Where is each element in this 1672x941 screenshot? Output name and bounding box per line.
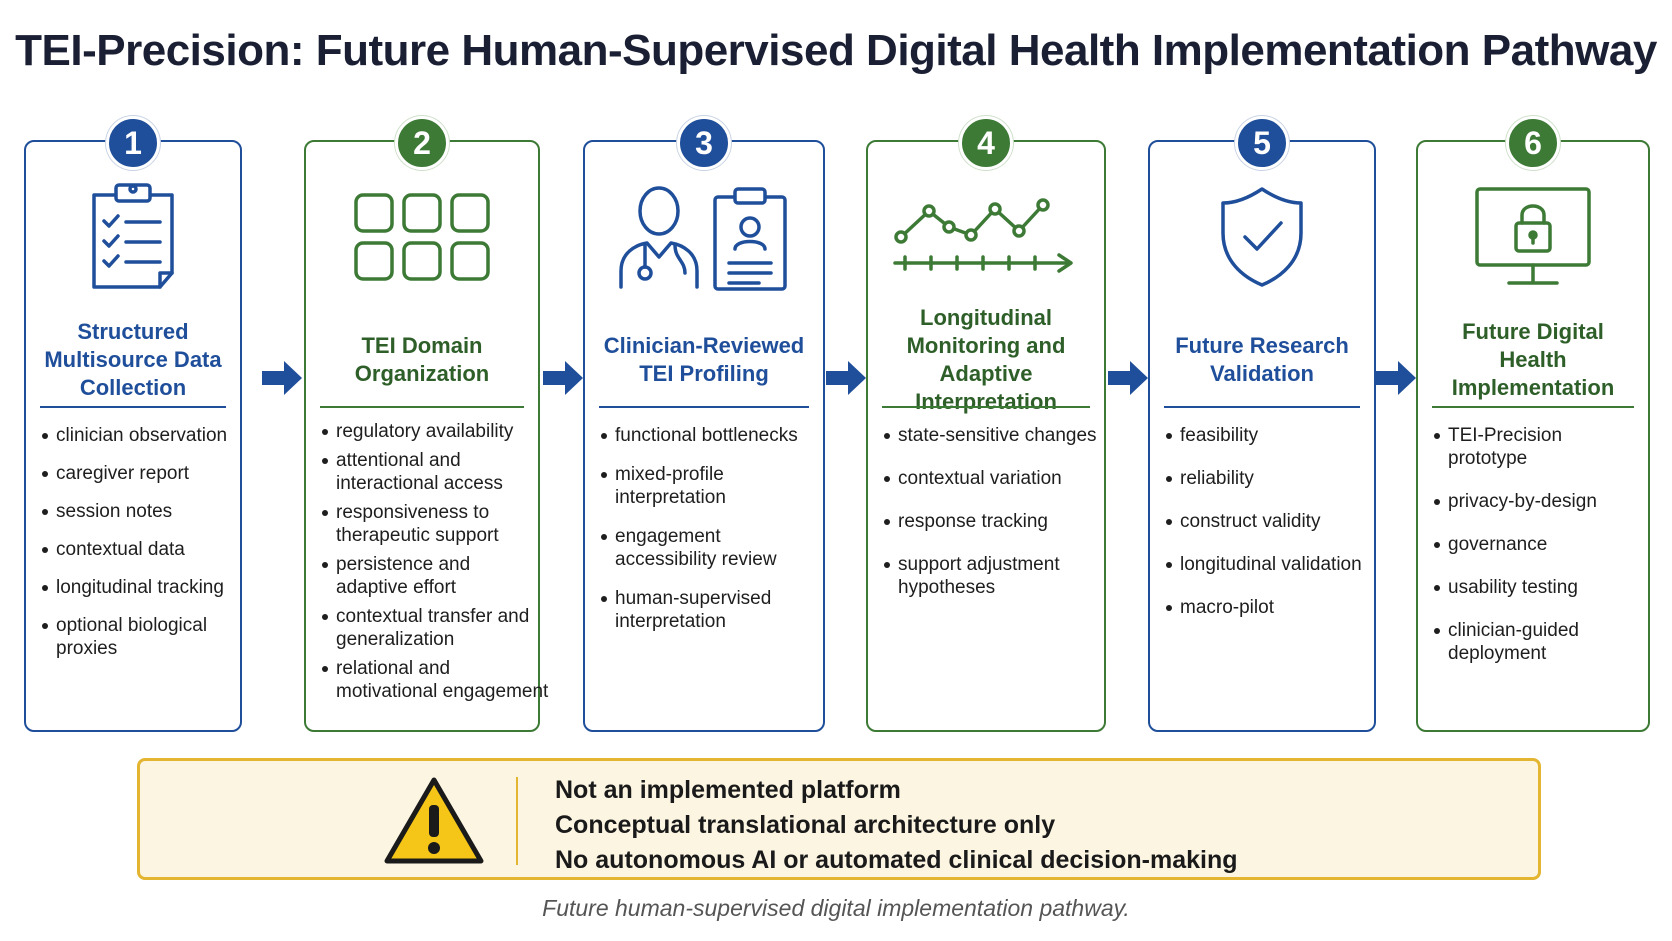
step-panel-4: 4 Longitudinal Monitoring and Adaptive I… (866, 116, 1106, 732)
clipboard-checklist-icon (26, 172, 240, 302)
step-title: Future Research Validation (1158, 310, 1366, 410)
step-panel-3: 3 Clinician-Reviewed TEI Profiling funct… (583, 116, 825, 732)
list-item: longitudinal tracking (40, 576, 234, 599)
list-item: relational and motivational engagement (320, 657, 552, 703)
step-title-line: TEI Profiling (639, 361, 769, 386)
notice-line: Not an implemented platform (555, 776, 901, 804)
notice-line: Conceptual translational architecture on… (555, 811, 1056, 839)
list-item: clinician-guided deployment (1432, 619, 1598, 665)
shield-check-icon (1150, 172, 1374, 302)
step-title-line: Multisource Data (44, 347, 222, 372)
list-item: human-supervised interpretation (599, 587, 795, 633)
step-panel-5: 5 Future Research Validation feasibility… (1148, 116, 1376, 732)
step-title-line: Collection (79, 375, 187, 400)
divider (40, 406, 226, 408)
step-number-badge: 2 (395, 116, 449, 170)
step-title-line: Longitudinal (920, 305, 1052, 330)
step-title-line: Future Research (1175, 333, 1349, 358)
step-title: Structured Multisource Data Collection (34, 310, 232, 410)
step-item-list: regulatory availability attentional and … (320, 420, 548, 703)
arrow-right-icon (262, 361, 302, 395)
list-item: contextual variation (882, 467, 1098, 490)
step-number-badge: 1 (106, 116, 160, 170)
list-item: responsiveness to therapeutic support (320, 501, 526, 547)
step-item-list: feasibility reliability construct validi… (1164, 424, 1368, 619)
step-item-list: TEI-Precision prototype privacy-by-desig… (1432, 424, 1642, 665)
list-item: contextual transfer and generalization (320, 605, 546, 651)
step-title-line: Implementation (1451, 375, 1615, 400)
step-title-line: Structured (77, 319, 189, 344)
divider (599, 406, 809, 408)
list-item: persistence and adaptive effort (320, 553, 516, 599)
list-item: regulatory availability (320, 420, 532, 443)
list-item: reliability (1164, 467, 1368, 490)
divider (882, 406, 1090, 408)
step-title: Longitudinal Monitoring and Adaptive Int… (870, 305, 1102, 414)
disclaimer-notice: Not an implemented platform Conceptual t… (137, 758, 1541, 880)
step-number-badge: 4 (959, 116, 1013, 170)
list-item: usability testing (1432, 576, 1642, 599)
list-item: feasibility (1164, 424, 1368, 447)
step-title: Future Digital Health Implementation (1426, 310, 1640, 410)
step-number-badge: 3 (677, 116, 731, 170)
trend-line-icon (868, 172, 1104, 302)
list-item: contextual data (40, 538, 234, 561)
arrow-right-icon (543, 361, 583, 395)
step-panel-1: 1 Structured Multisource Data Collection… (24, 116, 242, 732)
step-title-line: Validation (1210, 361, 1314, 386)
list-item: TEI-Precision prototype (1432, 424, 1642, 470)
step-panel-2: 2 TEI Domain Organization regulatory ava… (304, 116, 548, 732)
step-title-line: Adaptive Interpretation (915, 361, 1057, 414)
list-item: functional bottlenecks (599, 424, 817, 447)
list-item: support adjustment hypotheses (882, 553, 1098, 599)
notice-line: No autonomous AI or automated clinical d… (555, 846, 1238, 874)
list-item: construct validity (1164, 510, 1368, 533)
list-item: caregiver report (40, 462, 234, 485)
divider (1432, 406, 1634, 408)
list-item: session notes (40, 500, 234, 523)
list-item: macro-pilot (1164, 596, 1368, 619)
divider (320, 406, 524, 408)
arrow-right-icon (1108, 361, 1148, 395)
divider (1164, 406, 1360, 408)
warning-icon (384, 777, 484, 864)
list-item: engagement accessibility review (599, 525, 805, 571)
list-item: privacy-by-design (1432, 490, 1642, 513)
list-item: attentional and interactional access (320, 449, 526, 495)
step-title-line: Clinician-Reviewed (603, 333, 805, 358)
list-item: mixed-profile interpretation (599, 463, 755, 509)
step-panel-6: 6 Future Digital Health Implementation T… (1416, 116, 1650, 732)
list-item: state-sensitive changes (882, 424, 1098, 447)
domain-grid-icon (306, 172, 538, 302)
step-title-line: Future Digital Health (1462, 319, 1604, 372)
notice-text: Not an implemented platform Conceptual t… (555, 773, 1238, 878)
step-title-line: TEI Domain (361, 333, 483, 358)
step-item-list: state-sensitive changes contextual varia… (882, 424, 1098, 599)
step-item-list: functional bottlenecks mixed-profile int… (599, 424, 817, 633)
step-number-badge: 6 (1506, 116, 1560, 170)
clinician-profile-icon (585, 172, 823, 302)
list-item: governance (1432, 533, 1642, 556)
list-item: clinician observation (40, 424, 234, 447)
list-item: optional biological proxies (40, 614, 216, 660)
list-item: longitudinal validation (1164, 553, 1368, 576)
step-title-line: Organization (354, 361, 490, 386)
step-number-badge: 5 (1235, 116, 1289, 170)
monitor-lock-icon (1418, 172, 1648, 302)
step-item-list: clinician observation caregiver report s… (40, 424, 234, 660)
page-title: TEI-Precision: Future Human-Supervised D… (15, 26, 1657, 75)
arrow-right-icon (826, 361, 866, 395)
notice-divider (516, 777, 518, 865)
arrow-right-icon (1376, 361, 1416, 395)
list-item: response tracking (882, 510, 1098, 533)
step-title: Clinician-Reviewed TEI Profiling (593, 310, 815, 410)
step-title-line: Monitoring and (906, 333, 1066, 358)
figure-caption: Future human-supervised digital implemen… (542, 895, 1130, 921)
step-title: TEI Domain Organization (314, 310, 530, 410)
